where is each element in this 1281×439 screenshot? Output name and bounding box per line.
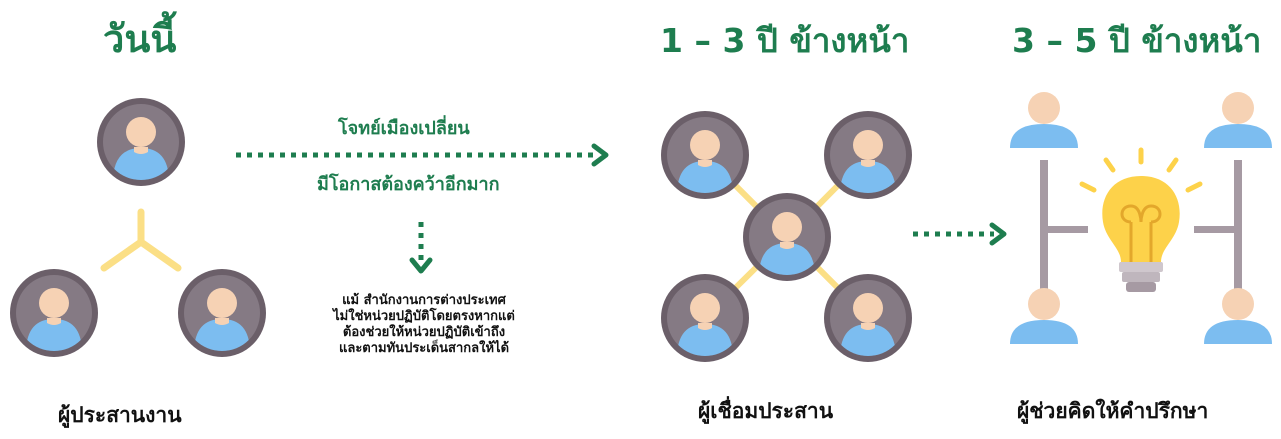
dotted-arrow-icon [236, 143, 609, 167]
person-icon [1010, 92, 1078, 148]
person-avatar-icon [661, 274, 749, 362]
note-line: แม้ สำนักงานการต่างประเทศ [342, 293, 506, 308]
stage-heading-1-3-years: 1 – 3 ปี ข้างหน้า [660, 21, 910, 60]
frame-rods [1040, 160, 1242, 290]
y-connector [100, 208, 182, 272]
caption-advisor: ผู้ช่วยคิดให้คำปรึกษา [1017, 399, 1209, 423]
person-avatar-icon [10, 269, 98, 357]
person-avatar-icon [661, 111, 749, 199]
dotted-arrow-icon [409, 222, 433, 274]
note-line: ต้องช่วยให้หน่วยปฏิบัติเข้าถึง [342, 325, 506, 340]
note-text: แม้ สำนักงานการต่างประเทศ ไม่ใช่หน่วยปฏิ… [296, 293, 552, 357]
caption-connector: ผู้เชื่อมประสาน [698, 399, 834, 423]
coordinator-diagram [10, 98, 266, 357]
person-icon [1010, 288, 1078, 344]
person-avatar-icon [743, 193, 831, 281]
person-avatar-icon [178, 269, 266, 357]
caption-coordinator: ผู้ประสานงาน [58, 403, 182, 427]
transition-bottom-text: มีโอกาสต้องคว้าอีกมาก [317, 174, 500, 195]
person-icon [1204, 288, 1272, 344]
note-line: และตามทันประเด็นสากลให้ได้ [338, 341, 510, 356]
advisor-diagram [1010, 92, 1272, 344]
transition-top-text: โจทย์เมืองเปลี่ยน [338, 118, 470, 139]
lightbulb-icon [1079, 147, 1203, 292]
stage-heading-3-5-years: 3 – 5 ปี ข้างหน้า [1012, 21, 1262, 60]
dotted-arrow-icon [913, 222, 1007, 246]
person-avatar-icon [824, 111, 912, 199]
person-icon [1204, 92, 1272, 148]
connector-diagram [661, 111, 912, 362]
stage-heading-today: วันนี้ [103, 17, 177, 61]
note-line: ไม่ใช่หน่วยปฏิบัติโดยตรงหากแต่ [333, 309, 515, 324]
person-avatar-icon [97, 98, 185, 186]
person-avatar-icon [824, 274, 912, 362]
